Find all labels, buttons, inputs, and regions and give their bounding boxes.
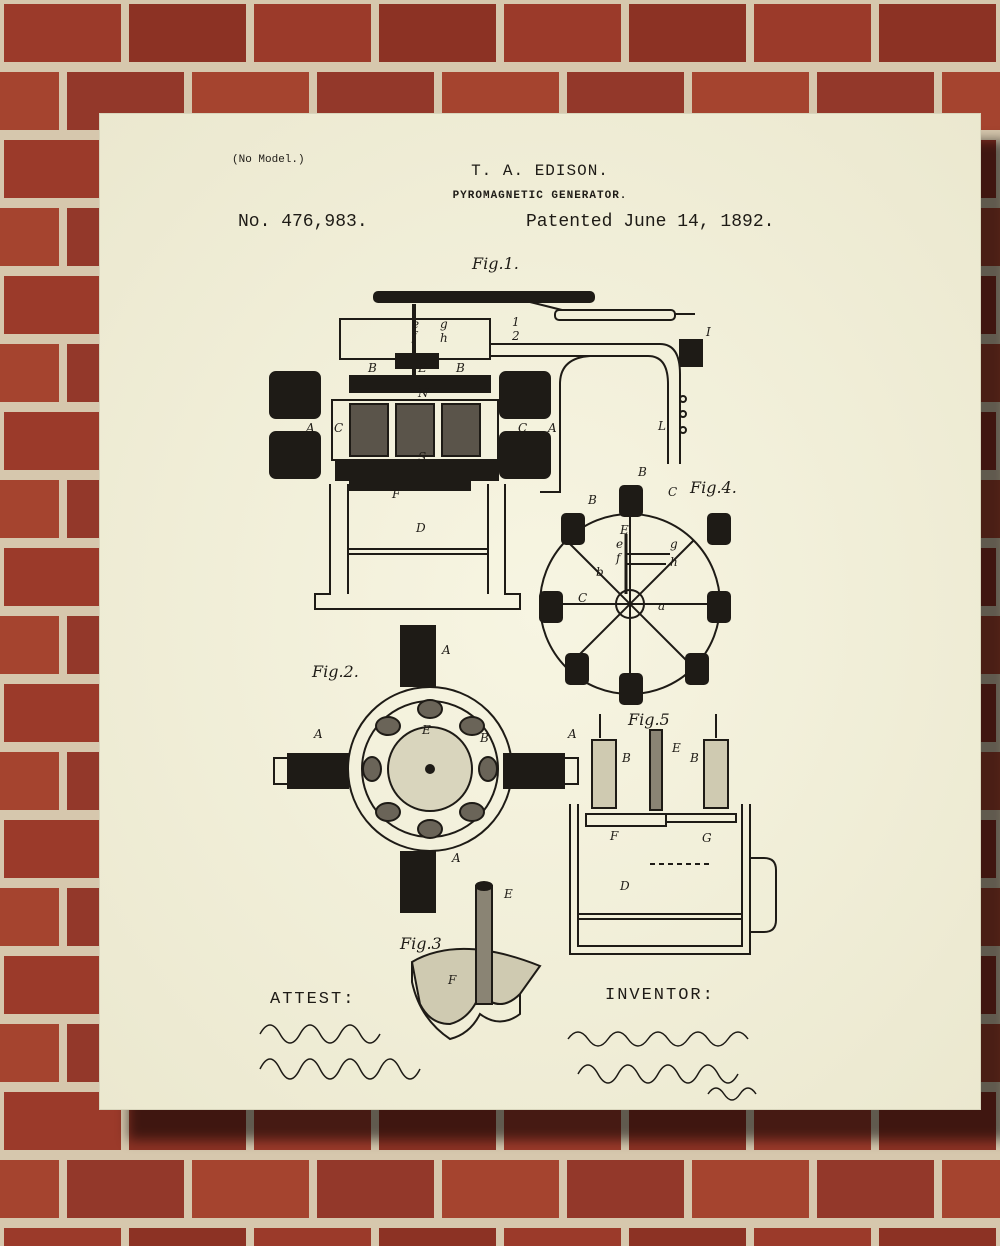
fig4-reference-letter: b: [596, 565, 604, 579]
fig2-reference-letter: A: [441, 643, 451, 657]
fig3-drawing: [410, 881, 542, 1041]
fig5-reference-letter: G: [702, 831, 712, 845]
fig3-reference-letter: F: [447, 973, 457, 987]
fig4-reference-letter: E: [619, 523, 629, 537]
fig2-reference-letter: B: [479, 731, 489, 745]
fig1-reference-letter: N: [417, 386, 429, 400]
fig5-reference-letter: B: [621, 751, 631, 765]
fig5-reference-letter: D: [619, 879, 630, 893]
fig1-reference-letter: h: [440, 331, 448, 345]
fig1-reference-letter: f: [411, 329, 419, 343]
fig3-label: Fig.3: [400, 934, 442, 953]
fig1-reference-letter: S: [418, 450, 426, 464]
fig1-reference-letter: B: [455, 361, 465, 375]
inventor-name: T. A. EDISON.: [471, 162, 609, 180]
fig1-reference-letter: D: [415, 521, 426, 535]
fig1-reference-letter: A: [305, 421, 315, 435]
fig1-reference-letter: 1: [512, 315, 520, 329]
fig3-reference-letter: E: [503, 887, 513, 901]
fig2-reference-letter: E: [421, 723, 431, 737]
fig1-reference-letter: B: [367, 361, 377, 375]
fig4-reference-letter: C: [668, 485, 677, 499]
fig4-reference-letter: a: [658, 599, 665, 613]
fig5-reference-letter: E: [671, 741, 681, 755]
fig5-reference-letter: B: [689, 751, 699, 765]
fig2-reference-letter: A: [313, 727, 323, 741]
patent-title: PYROMAGNETIC GENERATOR.: [452, 190, 628, 202]
fig1-reference-letter: L: [657, 419, 666, 433]
attest-label: ATTEST:: [270, 990, 356, 1009]
fig4-reference-letter: B: [637, 465, 647, 479]
inventor-label: INVENTOR:: [605, 986, 715, 1005]
fig2-reference-letter: A: [451, 851, 461, 865]
fig4-reference-letter: C: [578, 591, 587, 605]
fig1-reference-letter: F: [391, 487, 401, 501]
signature-strokes: [259, 1024, 757, 1101]
fig1-reference-letter: e: [412, 317, 419, 331]
patent-number: No. 476,983.: [238, 212, 368, 232]
no-model-note: (No Model.): [232, 154, 305, 166]
fig4-reference-letter: e: [616, 537, 623, 551]
fig1-reference-letter: C: [334, 421, 343, 435]
fig5-label: Fig.5: [628, 710, 670, 729]
fig1-drawing: [269, 291, 703, 610]
fig1-reference-letter: 2: [511, 329, 520, 343]
fig4-reference-letter: B: [587, 493, 597, 507]
patent-drawing: egfh12BEBNACCASFDLIAABEAAEFBBCEegfhbCaEB…: [259, 291, 777, 1101]
fig4-reference-letter: g: [670, 537, 678, 551]
fig1-reference-letter: E: [417, 361, 427, 375]
patent-date: Patented June 14, 1892.: [526, 212, 775, 232]
fig1-label: Fig.1.: [472, 254, 519, 273]
fig2-reference-letter: A: [567, 727, 577, 741]
fig5-drawing: [569, 714, 777, 955]
fig4-drawing: [539, 485, 731, 705]
fig1-reference-letter: C: [518, 421, 527, 435]
fig5-reference-letter: F: [609, 829, 619, 843]
fig1-reference-letter: I: [705, 325, 711, 339]
fig4-reference-letter: h: [670, 555, 678, 569]
fig2-drawing: [273, 625, 579, 913]
fig1-reference-letter: A: [547, 421, 557, 435]
patent-poster: (No Model.) T. A. EDISON. PYROMAGNETIC G…: [100, 114, 980, 1109]
fig4-reference-letter: f: [615, 551, 623, 565]
fig4-label: Fig.4.: [690, 478, 737, 497]
fig1-reference-letter: g: [440, 317, 448, 331]
fig2-label: Fig.2.: [312, 662, 359, 681]
